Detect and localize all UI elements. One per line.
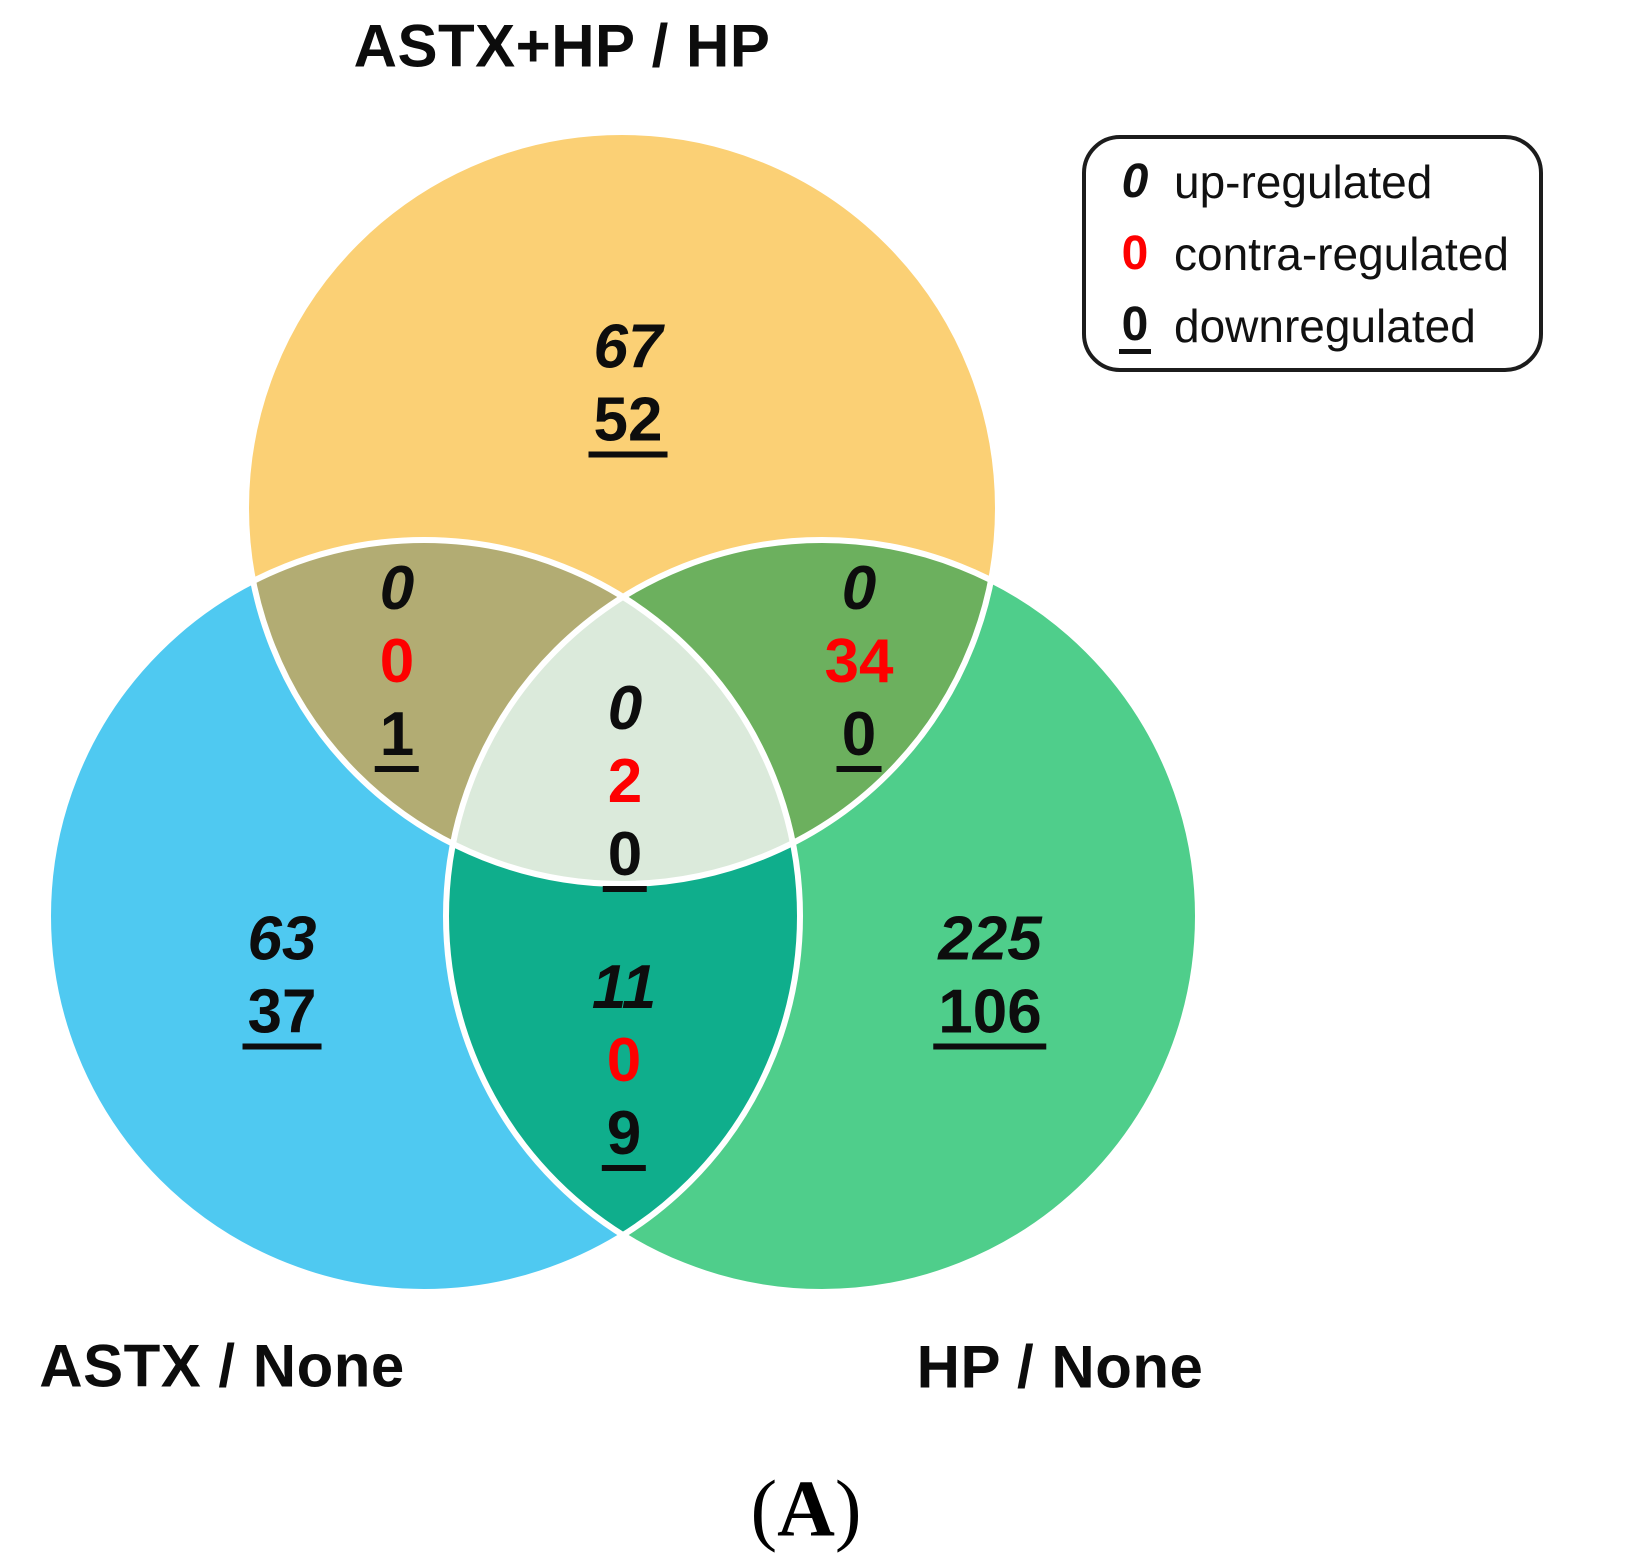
caption-letter: A <box>777 1465 835 1554</box>
region-top-left-overlap <box>246 540 800 884</box>
legend-row-downregulated: 0 downregulated <box>1108 290 1531 362</box>
legend-row-contra-regulated: 0 contra-regulated <box>1108 218 1531 290</box>
top-left-up-count: 0 <box>379 554 415 623</box>
legend-down-symbol-wrap: 0 <box>1108 297 1162 354</box>
legend-contra-label: contra-regulated <box>1174 227 1509 280</box>
region-bottom-counts: 11 0 9 <box>592 951 656 1171</box>
region-left-counts: 63 37 <box>242 903 322 1050</box>
figure-caption: (A) <box>750 1465 861 1556</box>
right-down-count: 106 <box>933 981 1047 1050</box>
set-label-hp: HP / None <box>916 1333 1204 1401</box>
left-down-count: 37 <box>242 981 322 1050</box>
region-right-counts: 225 106 <box>933 903 1047 1050</box>
right-down-line: 106 <box>933 976 1047 1050</box>
region-top-counts: 67 52 <box>588 311 668 458</box>
top-up-count: 67 <box>593 312 663 382</box>
set-label-astx: ASTX / None <box>39 1332 405 1400</box>
left-up-count: 63 <box>247 904 317 974</box>
legend: 0 up-regulated 0 contra-regulated 0 down… <box>1082 135 1543 372</box>
bottom-up-count: 11 <box>591 953 657 1022</box>
center-down-count: 0 <box>602 824 648 892</box>
legend-up-label: up-regulated <box>1174 155 1433 208</box>
top-left-contra-count: 0 <box>379 627 415 696</box>
top-right-up-count: 0 <box>841 554 877 623</box>
center-down-line: 0 <box>602 818 648 892</box>
circle-outline-right <box>443 537 1201 1295</box>
top-right-down-count: 0 <box>836 704 882 772</box>
legend-up-symbol: 0 <box>1121 155 1149 208</box>
center-contra-count: 2 <box>607 747 643 816</box>
left-down-line: 37 <box>242 976 322 1050</box>
circle-outline-top <box>243 129 1001 887</box>
legend-contra-symbol: 0 <box>1121 227 1149 280</box>
center-up-count: 0 <box>607 674 643 743</box>
caption-open-paren: ( <box>750 1465 778 1554</box>
region-center-counts: 0 2 0 <box>602 672 648 892</box>
region-top-right-overlap <box>446 540 998 884</box>
top-down-count: 52 <box>588 389 668 458</box>
right-up-count: 225 <box>938 904 1042 974</box>
legend-down-label: downregulated <box>1174 299 1476 352</box>
legend-down-symbol: 0 <box>1118 301 1152 354</box>
legend-row-up-regulated: 0 up-regulated <box>1108 146 1531 218</box>
region-top-left-counts: 0 0 1 <box>374 552 420 772</box>
top-right-down-line: 0 <box>825 698 894 772</box>
top-left-down-line: 1 <box>374 698 420 772</box>
top-right-contra-count: 34 <box>824 627 894 696</box>
region-top-right-counts: 0 34 0 <box>824 552 894 772</box>
bottom-contra-count: 0 <box>606 1026 642 1095</box>
bottom-down-line: 9 <box>592 1097 656 1171</box>
top-left-down-count: 1 <box>374 704 420 772</box>
top-down-line: 52 <box>588 384 668 458</box>
bottom-down-count: 9 <box>601 1103 647 1171</box>
set-label-astx-hp: ASTX+HP / HP <box>353 12 771 80</box>
circle-outline-left <box>45 537 803 1295</box>
caption-close-paren: ) <box>834 1465 862 1554</box>
